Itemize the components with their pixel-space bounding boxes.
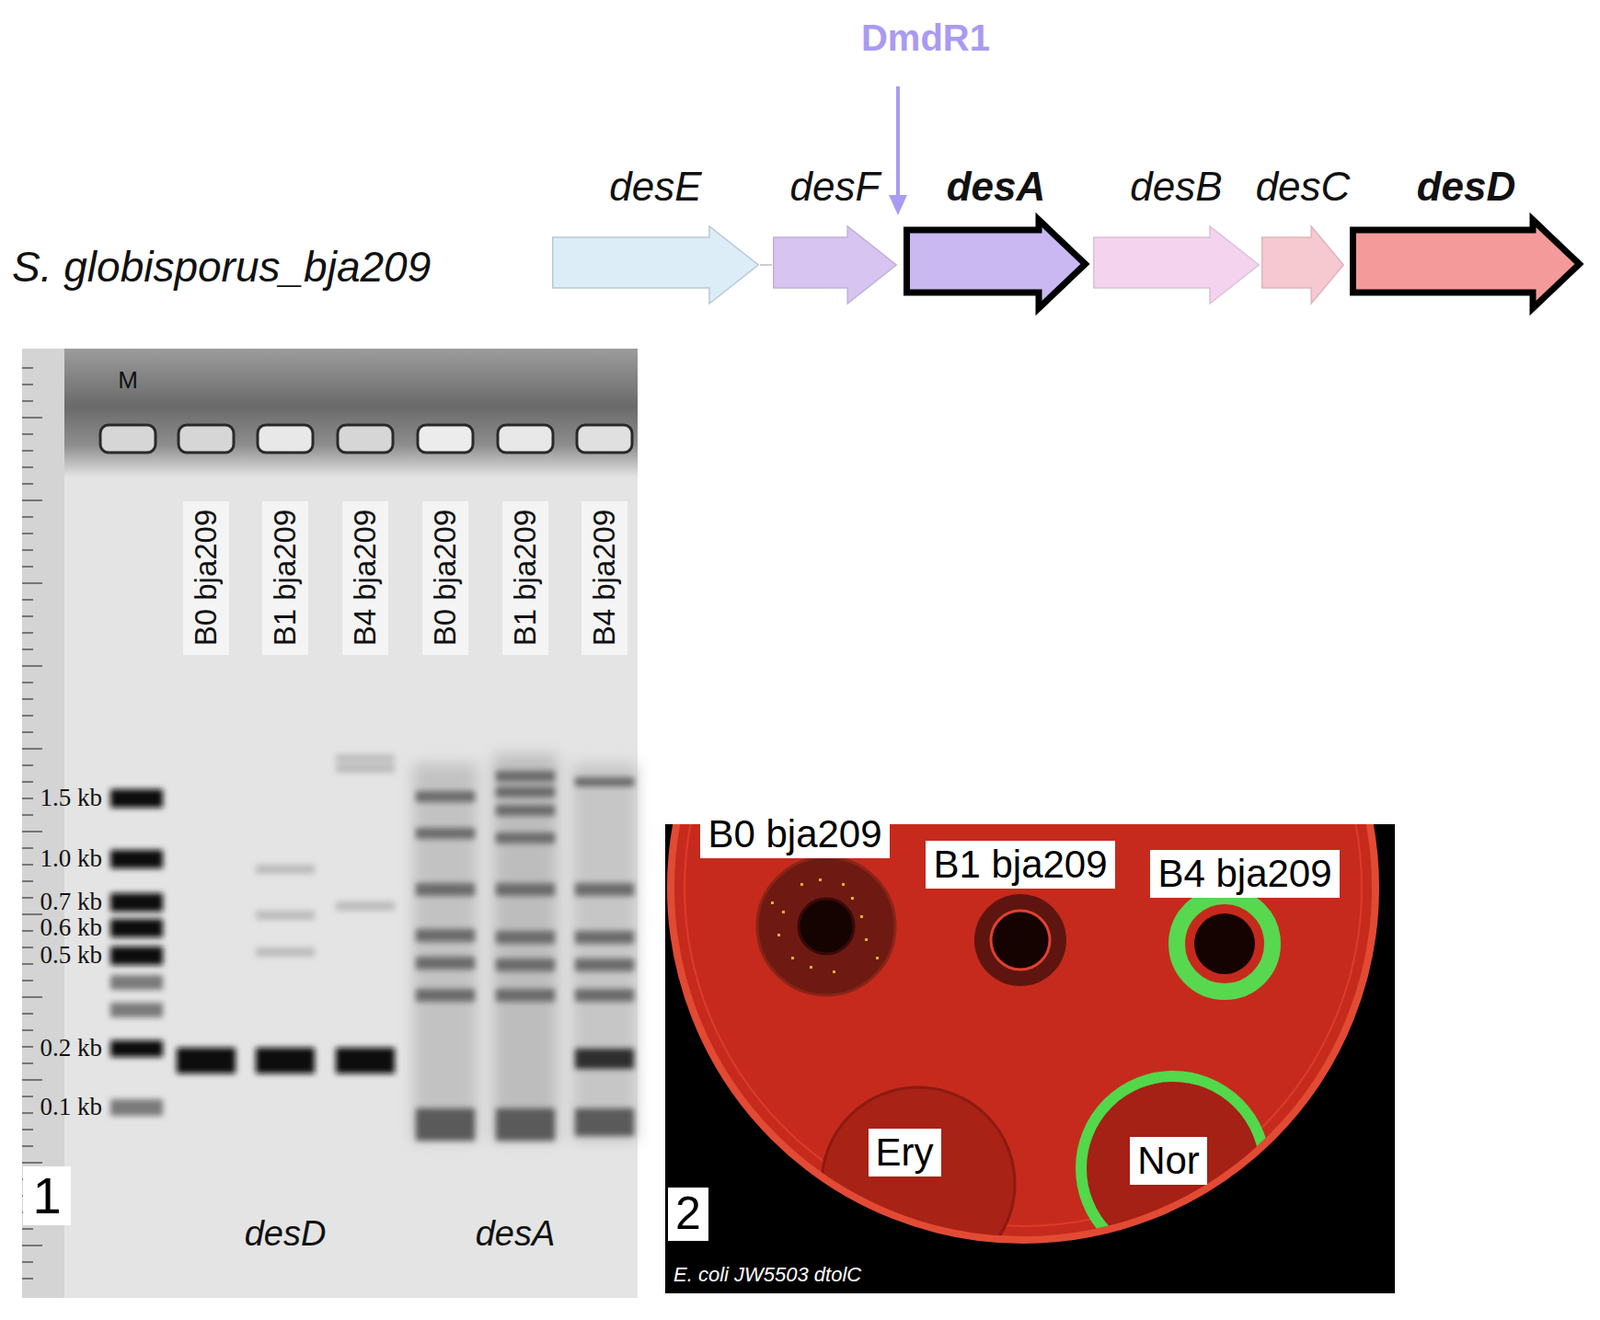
- agar-plate: [670, 824, 1376, 1241]
- control-label: Ery: [868, 1128, 942, 1177]
- gene-arrow: desE: [551, 161, 760, 318]
- b4-well: [1194, 913, 1255, 975]
- pointer-line: [896, 86, 900, 197]
- b0-halo: [757, 857, 896, 996]
- ladder-size-label: 1.5 kb: [40, 783, 104, 813]
- desA-smear: [413, 763, 478, 1141]
- strain-label: S. globisporus_bja209: [11, 242, 431, 292]
- b1-halo: [974, 894, 1067, 987]
- ladder-size-label: 0.5 kb: [40, 941, 104, 970]
- ladder-size-label: 0.1 kb: [40, 1093, 104, 1122]
- gene-arrow-outline: [1262, 226, 1345, 304]
- gene-arrow-shape: [771, 216, 898, 318]
- desD-bands: [176, 1047, 395, 1074]
- ladder-size-label: 1.0 kb: [40, 844, 104, 874]
- well: [257, 425, 313, 453]
- plate-rim: [684, 824, 1362, 1227]
- well: [497, 425, 553, 453]
- ladder-size-label: 0.7 kb: [40, 887, 104, 917]
- well-label: B0 bja209: [700, 810, 889, 859]
- ery-halo: [821, 1087, 1015, 1281]
- gene-arrow-shape: [1348, 216, 1584, 318]
- ladder-faint-bands: [110, 975, 163, 1117]
- gene-arrow-outline: [1353, 219, 1580, 309]
- faint-bands: [255, 754, 395, 957]
- gel-top-band: [22, 348, 638, 478]
- gene-name: desC: [1255, 161, 1351, 213]
- b0-speckles: [771, 878, 879, 974]
- gel-background: [22, 348, 638, 1299]
- lane-label-box: B4 bja209: [581, 501, 628, 656]
- gene-name: desF: [790, 161, 881, 213]
- gene-spacer: [759, 264, 772, 266]
- well: [417, 425, 473, 453]
- panel-number: 2: [667, 1187, 709, 1242]
- gene-arrow: desA: [902, 161, 1090, 318]
- pointer-head: [888, 195, 908, 216]
- ladder-size-label: 0.6 kb: [40, 913, 104, 943]
- lane-label-box: B0 bja209: [422, 501, 469, 656]
- panel-number: 1: [23, 1166, 70, 1226]
- regulator-label: DmdR1: [861, 16, 990, 59]
- lane-label: B0 bja209: [188, 509, 224, 647]
- gene-arrow: desF: [771, 161, 898, 318]
- gene-group-label: desA: [475, 1214, 556, 1255]
- b1-well: [990, 910, 1050, 970]
- lane-label: B0 bja209: [427, 509, 463, 647]
- gene-group-label: desD: [244, 1214, 327, 1255]
- gene-arrow-shape: [551, 216, 760, 318]
- gene-arrow-outline: [1093, 226, 1260, 304]
- b4-halo: [1176, 896, 1273, 992]
- gene-name: desA: [946, 161, 1047, 213]
- gene-arrow-shape: [1260, 216, 1346, 318]
- lane-label: B4 bja209: [347, 509, 383, 647]
- gene-arrow-outline: [552, 226, 760, 304]
- nor-halo: [1081, 1076, 1266, 1261]
- well-label: B4 bja209: [1150, 850, 1339, 898]
- lane-label: B4 bja209: [587, 509, 622, 647]
- gene-arrow: desB: [1092, 161, 1261, 318]
- lane-label-box: B4 bja209: [342, 501, 389, 656]
- well: [337, 425, 393, 453]
- marker-lane-label: M: [117, 367, 139, 395]
- ruler-ticks: [22, 368, 43, 1279]
- ladder-size-label: 0.2 kb: [40, 1034, 104, 1063]
- lane-label: B1 bja209: [507, 509, 543, 647]
- lane-label: B1 bja209: [267, 509, 303, 647]
- ruler: [22, 348, 65, 1299]
- desA-strong-band: [575, 1048, 634, 1070]
- desA-smear: [572, 763, 637, 1141]
- gene-name: desB: [1129, 161, 1222, 213]
- well: [100, 425, 156, 453]
- gene-name: desE: [609, 161, 702, 213]
- gel-wells: [100, 425, 633, 453]
- gene-name: desD: [1416, 161, 1517, 213]
- desA-low-bands: [415, 1108, 634, 1141]
- control-label: Nor: [1129, 1137, 1208, 1186]
- well: [576, 425, 633, 453]
- lane-label-box: B1 bja209: [262, 501, 309, 656]
- strain-note: E. coli JW5503 dtolC: [673, 1263, 862, 1287]
- gene-arrow-shape: [1092, 216, 1261, 318]
- lane-label-box: B1 bja209: [502, 501, 549, 656]
- well: [178, 425, 234, 453]
- well-label: B1 bja209: [925, 840, 1115, 889]
- desA-bands: [415, 771, 634, 1002]
- gene-arrow: desC: [1260, 161, 1346, 318]
- gene-arrow: desD: [1348, 161, 1584, 318]
- b0-well: [798, 898, 854, 955]
- gene-arrow-outline: [907, 219, 1086, 309]
- gene-arrow-shape: [902, 216, 1090, 318]
- gene-arrow-outline: [773, 226, 898, 304]
- lane-label-box: B0 bja209: [183, 501, 230, 656]
